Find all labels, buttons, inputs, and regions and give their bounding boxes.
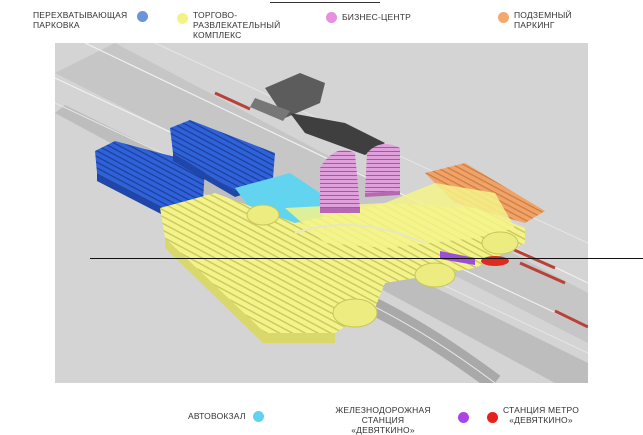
legend-business-dot	[326, 12, 337, 23]
legend-park-and-ride: ПЕРЕХВАТЫВАЮЩАЯ ПАРКОВКА	[33, 10, 127, 30]
legend-underground-label: ПОДЗЕМНЫЙ ПАРКИНГ	[514, 10, 572, 30]
legend-underground: ПОДЗЕМНЫЙ ПАРКИНГ	[514, 10, 572, 30]
parking-garage-2-side	[173, 153, 273, 197]
legend-rail: ЖЕЛЕЗНОДОРОЖНАЯ СТАНЦИЯ «ДЕВЯТКИНО»	[313, 405, 453, 435]
dome-3	[481, 231, 519, 255]
legend-rail-label: ЖЕЛЕЗНОДОРОЖНАЯ СТАНЦИЯ «ДЕВЯТКИНО»	[335, 405, 431, 435]
mall-upper	[285, 183, 515, 248]
aerial-render	[54, 42, 589, 391]
parking-garage-2	[170, 120, 275, 191]
legend-metro: СТАНЦИЯ МЕТРО «ДЕВЯТКИНО»	[502, 405, 580, 425]
existing-building-2	[290, 113, 385, 155]
legend-metro-label: СТАНЦИЯ МЕТРО «ДЕВЯТКИНО»	[502, 405, 580, 425]
business-tower-2	[365, 144, 400, 193]
train-1	[214, 91, 251, 111]
legend-rail-dot	[458, 412, 469, 423]
mall-side	[165, 238, 335, 343]
train-3	[519, 261, 566, 285]
legend-mall-label: ТОРГОВО- РАЗВЛЕКАТЕЛЬНЫЙ КОМПЛЕКС	[193, 10, 281, 40]
legend-underground-dot	[498, 12, 509, 23]
train-4	[554, 309, 589, 329]
plaza-arc	[294, 224, 426, 244]
top-rule	[270, 2, 380, 3]
dome-2	[414, 262, 456, 288]
business-tower-2-base	[365, 191, 400, 197]
site-rendering	[54, 42, 589, 391]
legend-bus: АВТОВОКЗАЛ	[188, 411, 246, 421]
legend-bus-dot	[253, 411, 264, 422]
legend-business-label: БИЗНЕС-ЦЕНТР	[342, 12, 411, 22]
dome-1	[332, 298, 378, 328]
legend-park-and-ride-dot	[137, 11, 148, 22]
legend-business: БИЗНЕС-ЦЕНТР	[342, 12, 411, 22]
business-tower-1-base	[320, 208, 360, 213]
section-line	[90, 258, 643, 259]
business-tower-1	[320, 150, 360, 208]
existing-building-3	[250, 98, 290, 121]
legend-park-and-ride-label: ПЕРЕХВАТЫВАЮЩАЯ ПАРКОВКА	[33, 10, 128, 30]
legend-mall: ТОРГОВО- РАЗВЛЕКАТЕЛЬНЫЙ КОМПЛЕКС	[193, 10, 280, 40]
legend-bus-label: АВТОВОКЗАЛ	[188, 411, 246, 421]
existing-building-1	[265, 73, 325, 118]
legend-mall-dot	[177, 13, 188, 24]
legend-metro-dot	[487, 412, 498, 423]
dome-4	[246, 204, 280, 226]
